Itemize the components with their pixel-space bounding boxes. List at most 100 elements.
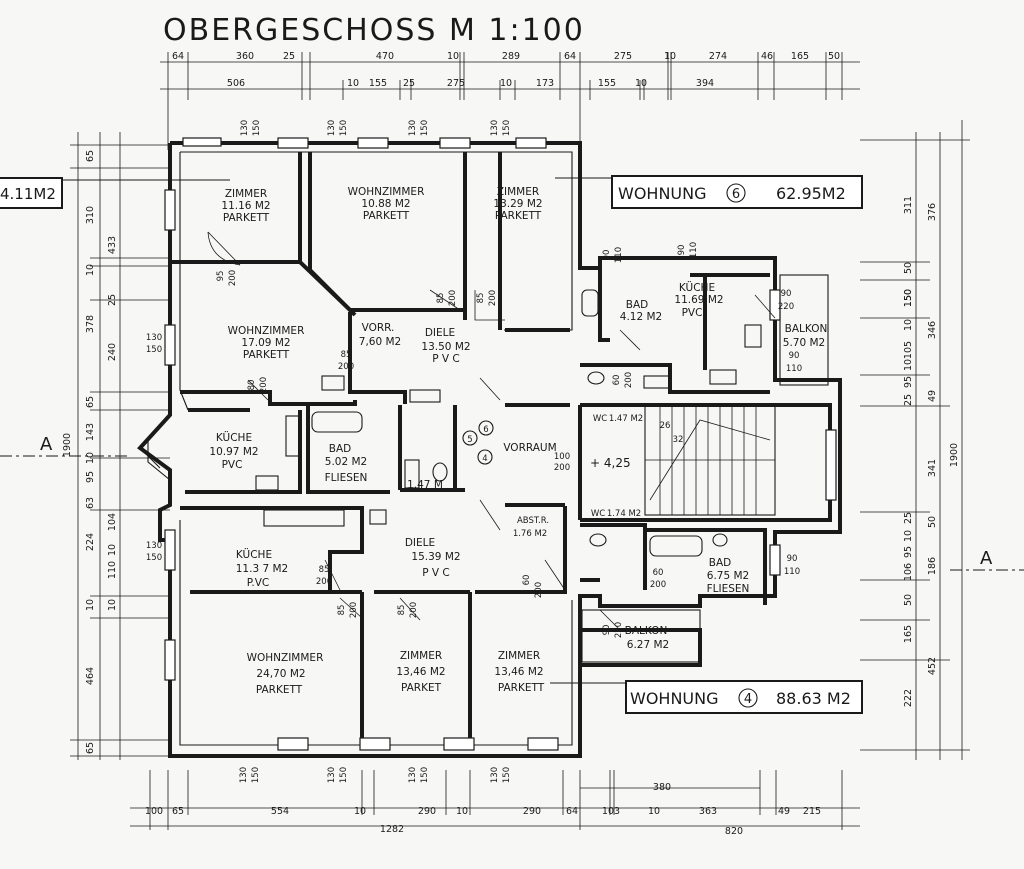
plan-title: OBERGESCHOSS M 1:100 [163,13,585,48]
opening-dim: 200 [448,290,458,306]
room-name: VORRAUM [503,442,556,454]
room-area: 5.70 M2 [783,337,825,349]
opening-dim: 90 [602,250,612,261]
room-floor: PARKETT [495,210,542,222]
room-area: 10.97 M2 [209,446,258,458]
dim-label: 10 [85,599,96,611]
room-floor: PARKETT [498,682,545,694]
window [357,137,389,149]
bottom-dimension-row-1: 100 65 554 10 290 10 290 64 103 10 363 4… [145,806,821,817]
opening-dim: 85 [341,350,352,360]
counter-icon [263,509,345,527]
opening-dim: 150 [251,767,261,783]
dim-label: 49 [778,806,790,817]
opening-dim: 200 [534,582,544,598]
apartment-label: WOHNUNG [630,689,719,708]
room-name: BAD [329,443,351,455]
dim-label: 10 [903,530,914,542]
room-bad-1: BAD 4.12 M2 [620,299,662,323]
room-vorraum: VORRAUM [503,442,556,454]
opening-dim: 90 [787,554,798,564]
room-area: 1.47 M2 [609,414,643,424]
dim-label: 10 [648,806,660,817]
window [359,737,391,751]
window [527,737,559,751]
room-labels: ZIMMER 11.16 M2 PARKETT WOHNZIMMER 10.88… [209,186,827,696]
room-floor: PVC [222,459,243,471]
opening-dim: 130 [327,120,337,136]
room-zimmer-3: ZIMMER 13,46 M2 PARKET [396,650,445,694]
balconies [581,274,829,663]
dim-label: 1282 [380,824,404,835]
opening-dim: 130 [240,120,250,136]
bottom-dimension-row-2: 1282 820 380 [380,782,743,837]
opening-dim: 200 [624,372,634,388]
dim-label: 10 [903,319,914,331]
room-bad-3: BAD 6.75 M2 FLIESEN [707,557,750,595]
opening-dim: 60 [612,375,622,386]
window [443,737,475,751]
opening-dim: 85 [337,605,347,616]
window [164,529,176,571]
opening-dim: 220 [778,302,794,312]
apartment-label-4: WOHNUNG 4 88.63 M2 [550,680,863,714]
dim-label: 470 [376,51,394,62]
dim-label: 63 [85,497,96,509]
dim-label: 65 [172,806,184,817]
dim-label: 10 [456,806,468,817]
dim-label: 64 [566,806,578,817]
dim-label: 95 [903,546,914,558]
dim-label: 186 [927,557,938,575]
left-area-text: 4.11M2 [0,185,56,203]
window [439,137,471,149]
room-name: WOHNZIMMER [228,325,305,337]
dim-label: 49 [927,390,938,402]
opening-dim: 85 [436,293,446,304]
room-floor: PARKETT [243,349,290,361]
room-floor: PARKETT [363,210,410,222]
room-wohnzimmer-2: WOHNZIMMER 17.09 M2 PARKETT [228,325,305,361]
toilet-icon [587,371,605,385]
dim-label: 50 [903,594,914,606]
room-zimmer-4: ZIMMER 13,46 M2 PARKETT [494,650,544,694]
opening-dim: 85 [476,293,486,304]
opening-dim: 95 [216,271,226,282]
room-zimmer-2: ZIMMER 13.29 M2 PARKETT [493,186,542,222]
dim-label: 10 [347,78,359,89]
opening-dim: 26 [660,421,671,431]
right-dimension-labels: 311 376 150 50 150 10 346 105 10 95 25 4… [903,196,960,707]
radiator-icon [409,389,441,403]
opening-dim: 90 [781,289,792,299]
room-name: ZIMMER [225,188,267,200]
bottom-dimension-lines [130,770,860,830]
room-area: 17.09 M2 [241,337,290,349]
room-name: KÜCHE [236,548,272,561]
opening-dim: 130 [146,541,162,551]
room-floor: FLIESEN [707,583,750,595]
window [277,137,309,149]
apartment-label: WOHNUNG [618,184,707,203]
room-name: BAD [709,557,731,569]
dim-label: 155 [369,78,387,89]
room-wc-2: WC 1.74 M2 [591,509,641,519]
window [164,189,176,231]
room-name: ZIMMER [498,650,540,662]
window [277,737,309,751]
room-area: 11.3 7 M2 [236,563,288,575]
dim-label: 50 [828,51,840,62]
room-floor: PARKETT [223,212,270,224]
dim-label: 65 [85,150,96,162]
window [769,544,781,576]
window [825,429,837,501]
room-floor: P V C [422,567,450,579]
room-name: ZIMMER [497,186,539,198]
dim-label: 64 [564,51,576,62]
room-diele-1: DIELE 13.50 M2 P V C [421,327,470,365]
opening-dim: 110 [614,247,624,263]
dim-label: 25 [903,394,914,406]
room-area: 11.16 M2 [221,200,270,212]
opening-dim: 130 [146,333,162,343]
room-kueche-2: KÜCHE 10.97 M2 PVC [209,431,258,471]
dim-label: 275 [447,78,465,89]
